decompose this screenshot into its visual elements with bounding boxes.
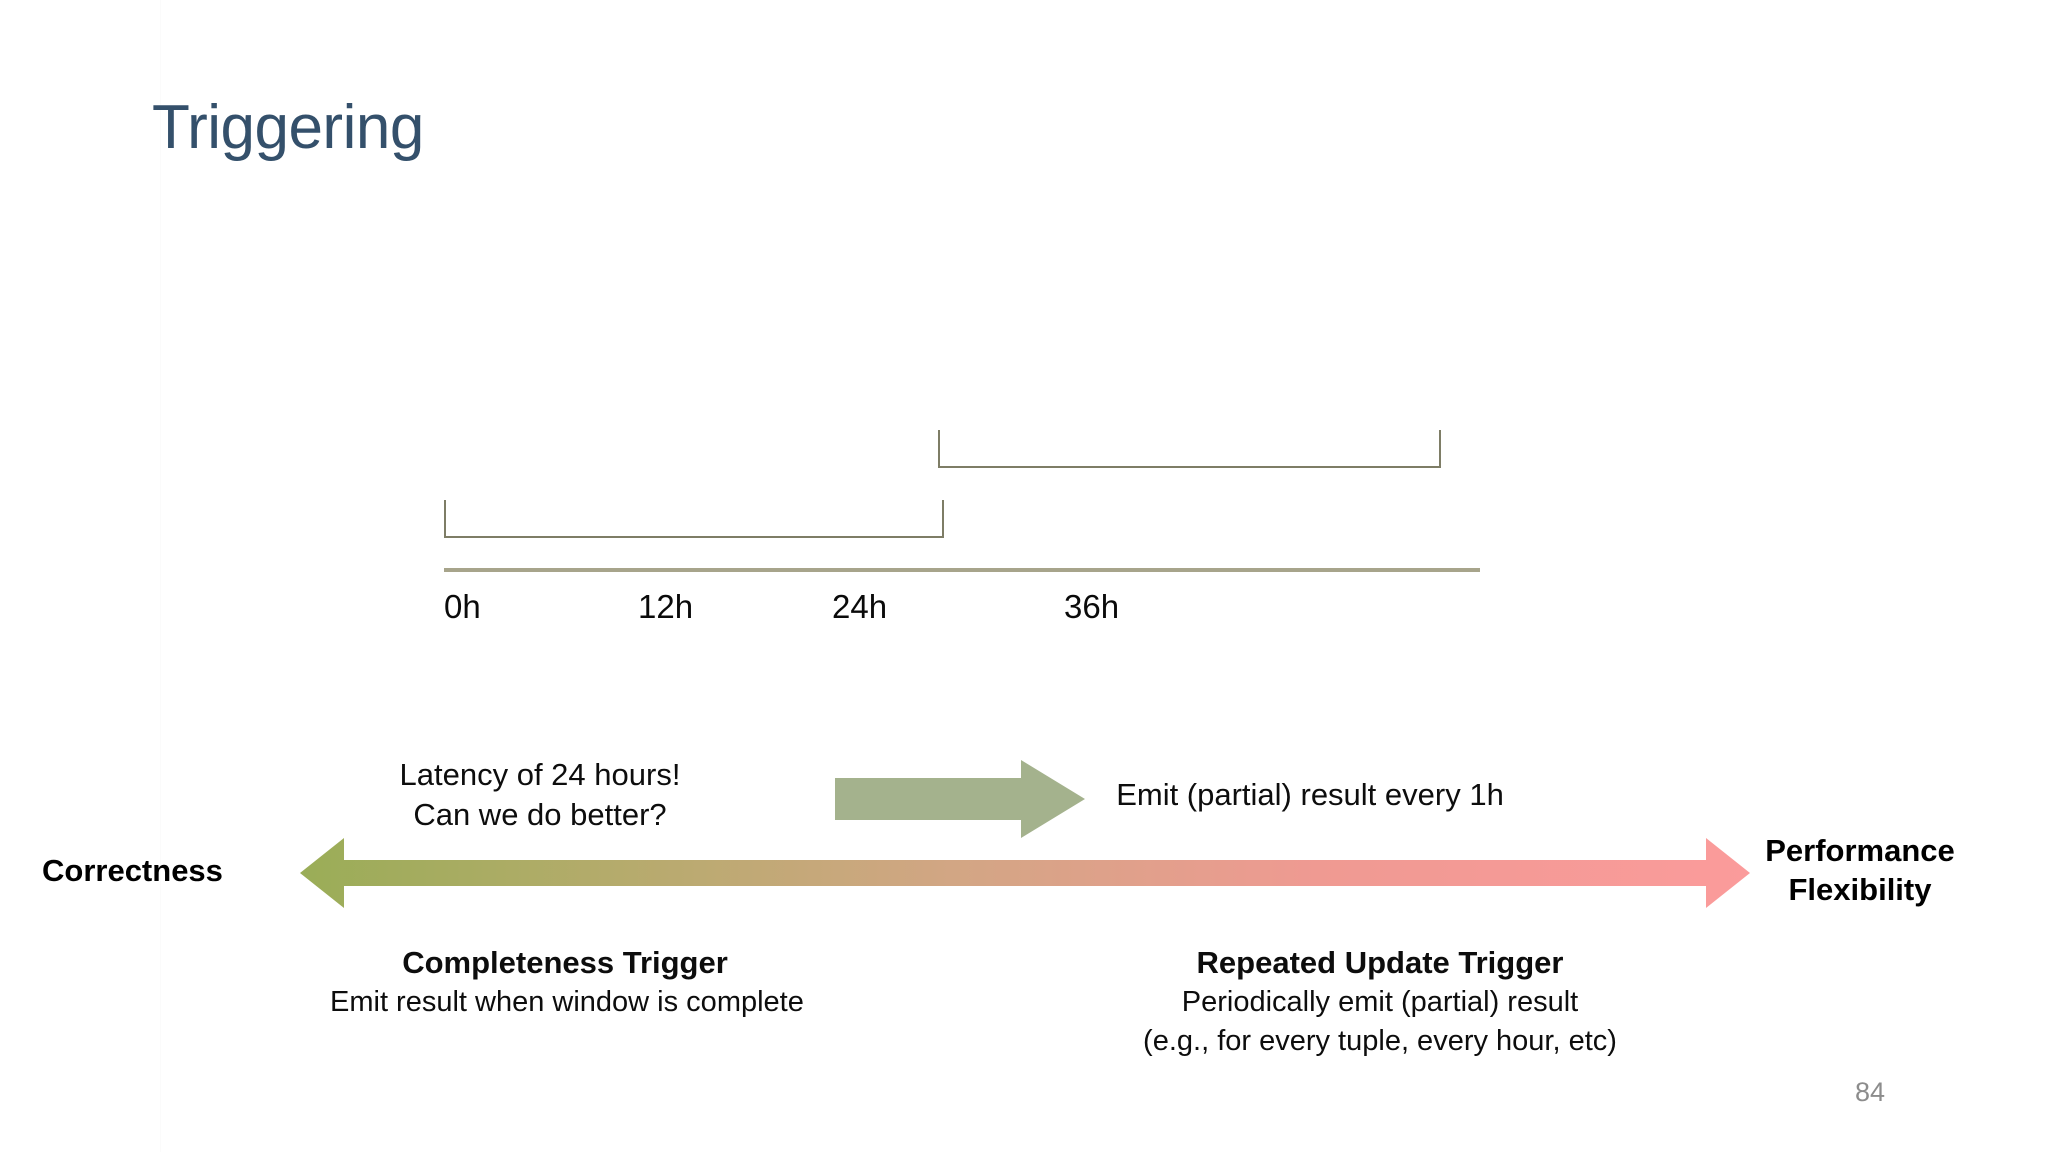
right-block-arrow-icon [835,760,1085,838]
latency-note-line-1: Latency of 24 hours! [399,757,681,792]
latency-note-line-2: Can we do better? [413,796,667,832]
trigger-desc-completeness-line-1: Emit result when window is complete [330,986,804,1019]
page-title: Triggering [152,93,424,162]
window-bracket-24h-48h [938,430,1441,468]
timeline-axis [444,568,1480,572]
tick-label-36h: 36h [1064,588,1120,625]
timeline-diagram: 0h 12h 24h 36h [430,420,1500,640]
trigger-block-repeated-update: Repeated Update Trigger Periodically emi… [1120,943,1640,1060]
trigger-title-completeness: Completeness Trigger [402,945,728,980]
trigger-block-completeness: Completeness Trigger Emit result when wi… [330,943,804,1022]
tradeoff-spectrum-arrow [300,838,1750,908]
spectrum-label-correctness: Correctness [42,853,223,888]
trigger-desc-repeated-update-line-1: Periodically emit (partial) result [1181,986,1579,1019]
timeline-tick-labels: 0h 12h 24h 36h [430,588,1500,638]
tick-label-24h: 24h [832,588,888,625]
spectrum-label-flexibility: Flexibility [1788,871,1932,907]
tick-label-12h: 12h [638,588,694,625]
latency-note: Latency of 24 hours! Can we do better? [360,755,720,834]
page-number: 84 [1855,1077,1886,1107]
slide-left-edge [160,0,161,1152]
trigger-title-repeated-update: Repeated Update Trigger [1196,945,1564,980]
window-bracket-0h-24h [444,500,944,538]
emit-result-note: Emit (partial) result every 1h [1116,777,1504,812]
tick-label-0h: 0h [444,588,481,625]
spectrum-label-performance-flexibility: Performance Flexibility [1745,832,1975,910]
spectrum-label-performance: Performance [1765,833,1955,868]
trigger-desc-repeated-update-line-2: (e.g., for every tuple, every hour, etc) [1143,1024,1617,1057]
